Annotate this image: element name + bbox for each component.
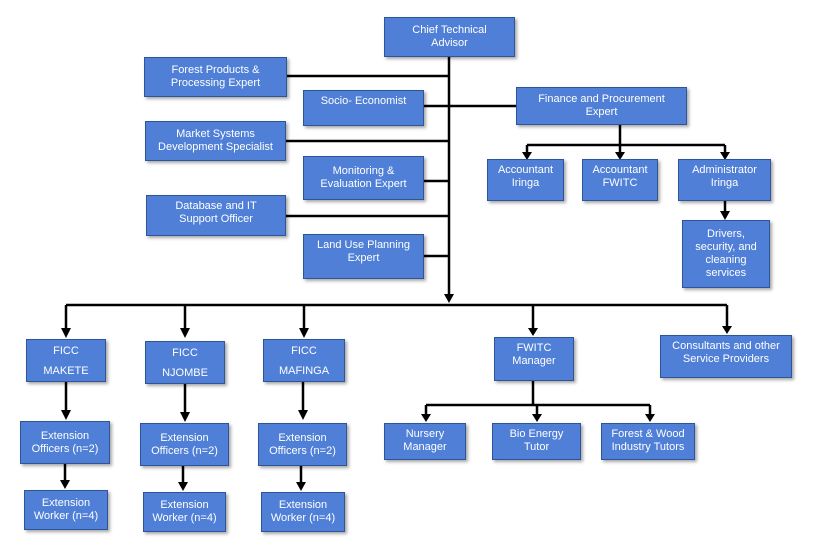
land-use-planning-box: Land Use Planning Expert: [303, 234, 424, 279]
consultants-box: Consultants and other Service Providers: [660, 335, 792, 378]
administrator-iringa-box: Administrator Iringa: [678, 159, 771, 201]
database-it-box: Database and IT Support Officer: [146, 195, 286, 236]
extension-officers-mafinga-box: Extension Officers (n=2): [258, 423, 347, 466]
arrowhead-trunk: [444, 294, 454, 303]
ficc-njombe-box: FICC NJOMBE: [145, 341, 225, 384]
accountant-fwitc-box: Accountant FWITC: [582, 159, 658, 201]
monitoring-evaluation-box: Monitoring & Evaluation Expert: [303, 156, 424, 200]
arrowhead-ficc-makete: [61, 328, 71, 338]
finance-procurement-box: Finance and Procurement Expert: [516, 87, 687, 125]
arrowhead-makete-officers: [61, 410, 71, 420]
ficc-mafinga-box: FICC MAFINGA: [263, 339, 345, 382]
arrowhead-mafinga-workers: [296, 482, 306, 491]
arrowhead-mafinga-officers: [298, 410, 308, 420]
nursery-manager-box: Nursery Manager: [384, 423, 466, 460]
extension-worker-makete-box: Extension Worker (n=4): [24, 490, 108, 530]
arrowhead-drivers: [720, 211, 730, 220]
fwitc-manager-box: FWITC Manager: [494, 337, 574, 381]
arrowhead-ficc-mafinga: [299, 328, 309, 338]
arrowhead-acc-fwitc: [615, 152, 625, 160]
drivers-security-box: Drivers, security, and cleaning services: [682, 220, 770, 288]
extension-officers-makete-box: Extension Officers (n=2): [20, 421, 110, 464]
arrowhead-acc-iringa: [522, 152, 532, 160]
arrowhead-njombe-workers: [178, 482, 188, 491]
extension-worker-mafinga-box: Extension Worker (n=4): [261, 492, 345, 532]
forest-wood-tutors-box: Forest & Wood Industry Tutors: [601, 423, 695, 460]
bio-energy-tutor-box: Bio Energy Tutor: [492, 423, 581, 460]
extension-worker-njombe-box: Extension Worker (n=4): [143, 492, 226, 532]
arrowhead-njombe-officers: [180, 412, 190, 422]
chief-technical-advisor-box: Chief Technical Advisor: [384, 17, 515, 57]
forest-products-box: Forest Products & Processing Expert: [144, 57, 287, 97]
arrowhead-ficc-njombe: [180, 328, 190, 338]
extension-officers-njombe-box: Extension Officers (n=2): [140, 423, 229, 466]
arrowhead-consultants: [722, 326, 732, 334]
market-systems-box: Market Systems Development Specialist: [145, 121, 286, 161]
ficc-makete-box: FICC MAKETE: [26, 339, 106, 382]
accountant-iringa-box: Accountant Iringa: [487, 159, 564, 201]
arrowhead-admin: [720, 152, 730, 160]
socio-economist-box: Socio- Economist: [303, 90, 424, 126]
arrowhead-forest-wood: [645, 414, 655, 422]
arrowhead-fwitc: [528, 328, 538, 336]
arrowhead-bio-energy: [532, 414, 542, 422]
arrowhead-nursery: [421, 414, 431, 422]
arrowhead-makete-workers: [60, 480, 70, 489]
